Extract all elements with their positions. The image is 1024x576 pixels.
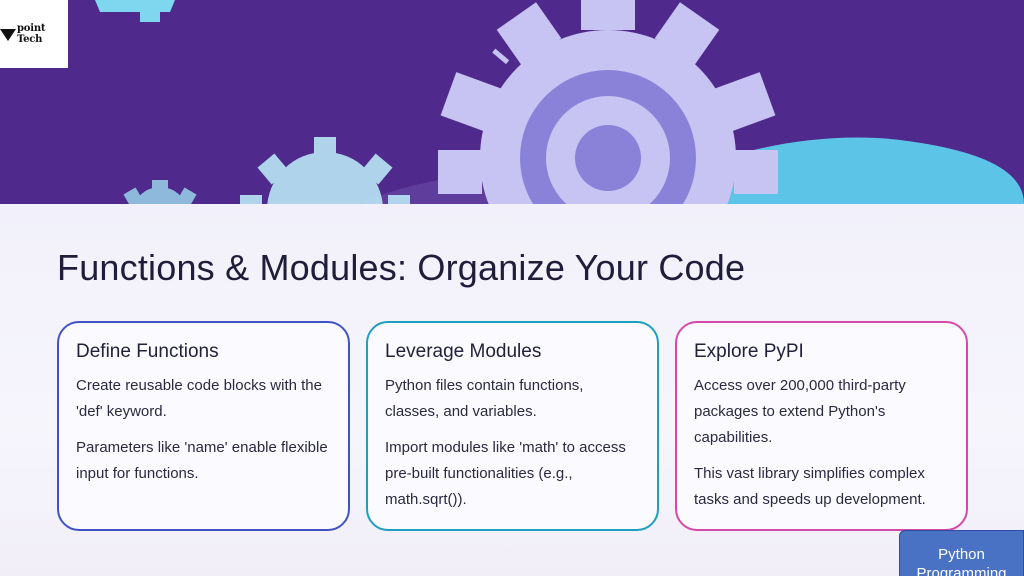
card-define-functions: Define Functions Create reusable code bl… [57, 321, 350, 531]
card-title: Explore PyPI [694, 341, 804, 362]
card-paragraph: Python files contain functions, classes,… [385, 377, 584, 420]
gear-icon [123, 180, 197, 204]
card-explore-pypi: Explore PyPI Access over 200,000 third-p… [675, 321, 968, 531]
logo-mark-icon [0, 29, 16, 41]
card-paragraph: Access over 200,000 third-party packages… [694, 377, 906, 446]
gears-illustration [95, 0, 1024, 204]
badge-line-1: Python [938, 546, 985, 563]
python-programming-badge[interactable]: Python Programming [899, 530, 1024, 576]
card-paragraph: Create reusable code blocks with the 'de… [76, 377, 322, 420]
gear-icon [95, 0, 175, 22]
card-title: Define Functions [76, 341, 219, 362]
card-leverage-modules: Leverage Modules Python files contain fu… [366, 321, 659, 531]
company-logo: point Tech [0, 0, 68, 68]
card-title: Leverage Modules [385, 341, 542, 362]
card-paragraph: Parameters like 'name' enable flexible i… [76, 439, 328, 482]
gear-icon [438, 0, 778, 204]
badge-line-2: Programming [916, 565, 1007, 576]
card-paragraph: This vast library simplifies complex tas… [694, 465, 926, 508]
hero-banner [0, 0, 1024, 204]
slide-title: Functions & Modules: Organize Your Code [57, 247, 746, 288]
logo-text: point Tech [17, 23, 46, 45]
gear-icon [240, 137, 410, 204]
card-paragraph: Import modules like 'math' to access pre… [385, 439, 626, 508]
